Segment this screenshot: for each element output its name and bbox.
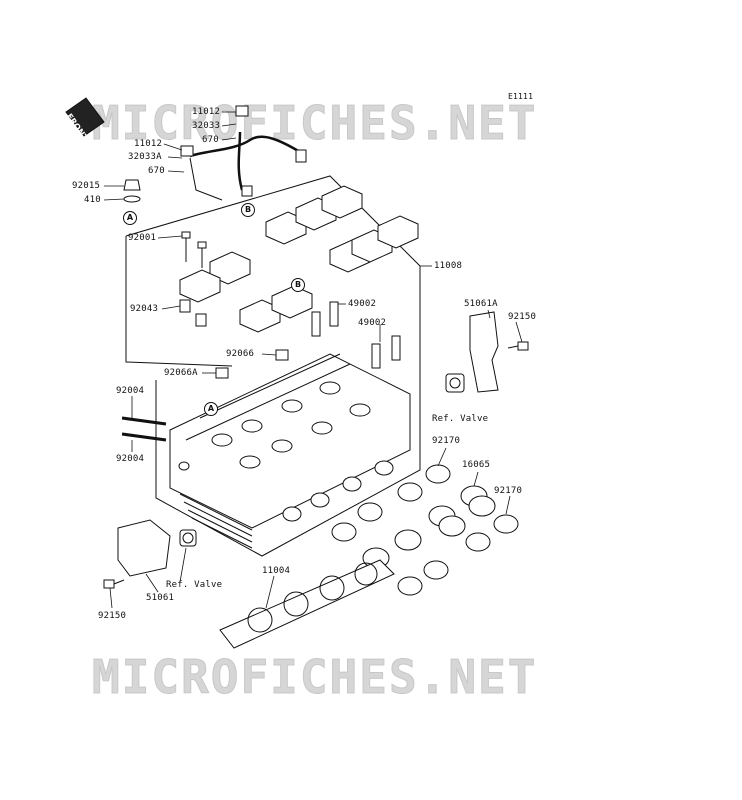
part-670-mid[interactable]: 670 [148, 166, 165, 176]
part-92170-right[interactable]: 92170 [494, 486, 523, 496]
callout-b-mid: B [291, 278, 305, 292]
part-11004[interactable]: 11004 [262, 566, 291, 576]
callout-b-top: B [241, 203, 255, 217]
part-92066[interactable]: 92066 [226, 349, 255, 359]
part-32033A[interactable]: 32033A [128, 152, 162, 162]
part-92150-right[interactable]: 92150 [508, 312, 537, 322]
part-16065[interactable]: 16065 [462, 460, 491, 470]
part-11012-top[interactable]: 11012 [192, 107, 221, 117]
ref-valve-right[interactable]: Ref. Valve [432, 414, 489, 424]
part-51061[interactable]: 51061 [146, 593, 175, 603]
part-92066A[interactable]: 92066A [164, 368, 198, 378]
part-92001[interactable]: 92001 [128, 233, 157, 243]
part-92150-left[interactable]: 92150 [98, 611, 127, 621]
part-49002-b[interactable]: 49002 [358, 318, 387, 328]
watermark-top: MICROFICHES.NET [91, 96, 538, 151]
part-92170-left[interactable]: 92170 [432, 436, 461, 446]
part-92004-top[interactable]: 92004 [116, 386, 145, 396]
part-410[interactable]: 410 [84, 195, 101, 205]
part-11008[interactable]: 11008 [434, 261, 463, 271]
part-32033[interactable]: 32033 [192, 121, 221, 131]
part-92004-bottom[interactable]: 92004 [116, 454, 145, 464]
part-11012-mid[interactable]: 11012 [134, 139, 163, 149]
ref-valve-left[interactable]: Ref. Valve [166, 580, 223, 590]
diagram-code: E1111 [508, 92, 534, 101]
callout-a-mid: A [204, 402, 218, 416]
part-92043[interactable]: 92043 [130, 304, 159, 314]
front-arrow-icon [65, 97, 105, 137]
part-51061A[interactable]: 51061A [464, 299, 498, 309]
part-670-top[interactable]: 670 [202, 135, 219, 145]
part-92015[interactable]: 92015 [72, 181, 101, 191]
part-49002-a[interactable]: 49002 [348, 299, 377, 309]
callout-a-top: A [123, 211, 137, 225]
watermark-bottom: MICROFICHES.NET [91, 650, 538, 705]
